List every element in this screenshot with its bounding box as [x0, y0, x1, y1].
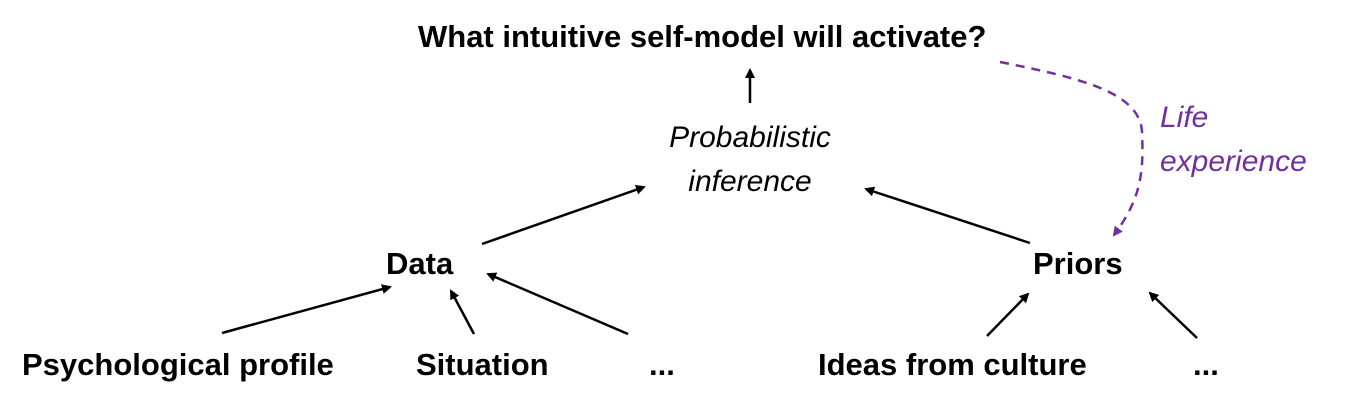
life-experience-label: Life experience [1160, 96, 1307, 184]
arrow-psych-profile-to-data [221, 284, 392, 335]
arrow-priors-to-inference [864, 186, 1031, 245]
life-experience-line1: Life [1160, 101, 1209, 134]
data-node: Data [386, 246, 454, 281]
situation-node: Situation [416, 347, 549, 382]
culture-node: Ideas from culture [818, 347, 1087, 382]
priors-node: Priors [1033, 246, 1123, 281]
life-experience-line2: experience [1160, 145, 1307, 178]
arrow-priors-ellipsis-to-priors [1148, 291, 1198, 339]
life-experience-curve [999, 60, 1144, 237]
diagram-title: What intuitive self-model will activate? [418, 19, 987, 54]
arrow-data-ellipsis-to-data [486, 272, 629, 336]
data-ellipsis-node: ... [649, 347, 675, 382]
arrow-situation-to-data [449, 289, 476, 335]
inference-line1: Probabilistic [669, 121, 831, 154]
inference-node: Probabilistic inference [630, 116, 870, 204]
arrow-data-to-inference [481, 184, 646, 246]
priors-ellipsis-node: ... [1193, 347, 1219, 382]
psych-profile-node: Psychological profile [22, 347, 334, 382]
inference-line2: inference [688, 165, 812, 198]
arrow-culture-to-priors [986, 292, 1030, 337]
